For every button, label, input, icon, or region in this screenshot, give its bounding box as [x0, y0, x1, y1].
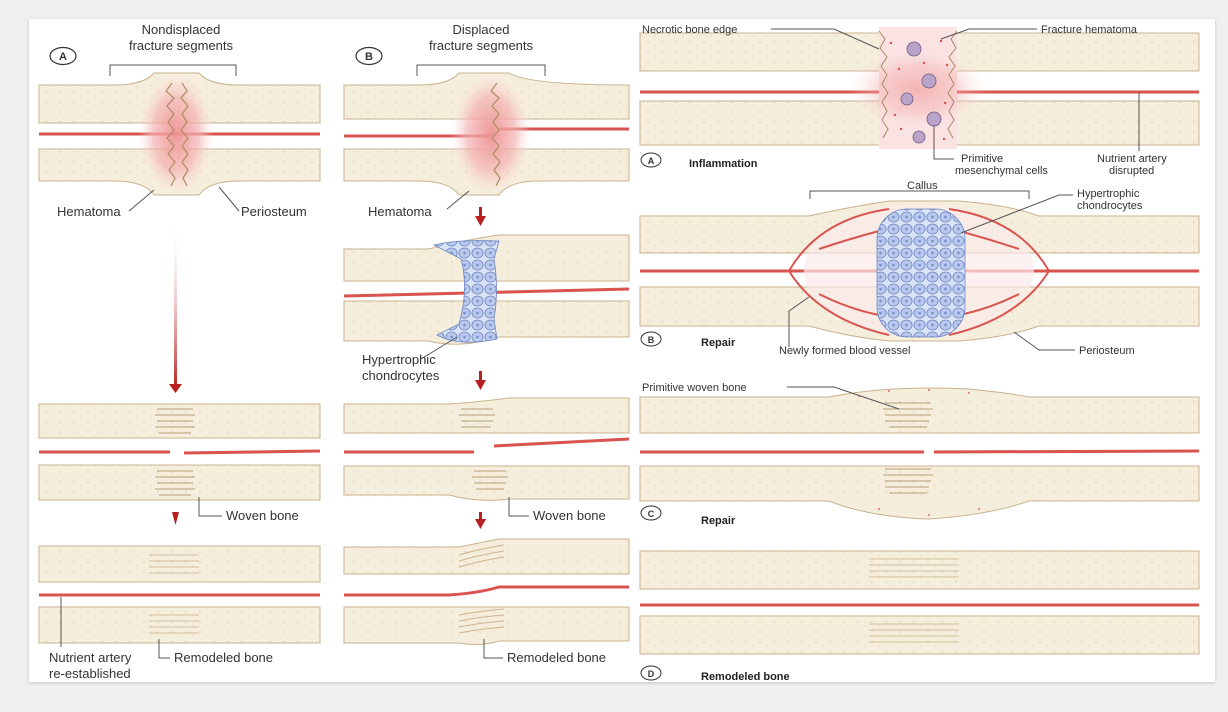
right-b-periosteum-label: Periosteum [1079, 345, 1135, 357]
panel-b-hyper-label-2: chondrocytes [362, 368, 440, 383]
panel-a: A Nondisplaced fracture segments Hematom… [38, 22, 321, 681]
panel-a-artery-label-1: Nutrient artery [49, 650, 132, 665]
panel-a-artery-label-2: re-established [49, 666, 131, 681]
right-panel-b: Callus Hypertrophic chondrocytes B Repai… [639, 180, 1200, 357]
panel-a-periosteum-label: Periosteum [241, 204, 307, 219]
right-a-artery-label-1: Nutrient artery [1097, 153, 1167, 165]
svg-text:C: C [648, 509, 655, 519]
panel-a-bone-stage2 [38, 403, 321, 501]
bone-healing-figure: A Nondisplaced fracture segments Hematom… [29, 19, 1215, 682]
panel-b-remodeled-label: Remodeled bone [507, 650, 606, 665]
right-b-callus-label: Callus [907, 180, 938, 192]
panel-a-badge: A [49, 46, 77, 66]
panel-a-hematoma-label: Hematoma [57, 204, 121, 219]
panel-a-bone-stage1 [38, 72, 321, 196]
right-b-badge: B [640, 331, 662, 347]
panel-b-cartilage-callus [432, 240, 500, 343]
right-a-mesen-label-2: mesenchymal cells [955, 165, 1048, 177]
panel-a-title-line2: fracture segments [129, 38, 234, 53]
right-c-badge: C [640, 505, 662, 521]
mesenchymal-cells [900, 41, 942, 144]
right-b-hyper-label-1: Hypertrophic [1077, 188, 1140, 200]
right-panel-c: Primitive woven bone C Repair [639, 382, 1200, 527]
panel-b-bone-stage4 [343, 538, 630, 646]
right-panel-d: D Remodeled bone [639, 550, 1200, 682]
panel-a-bone-stage3 [38, 545, 321, 644]
panel-b-hyper-label-1: Hypertrophic [362, 352, 436, 367]
right-a-hematoma-label: Fracture hematoma [1041, 24, 1138, 36]
right-a-badge: A [640, 152, 662, 168]
right-d-stage-label: Remodeled bone [701, 671, 790, 682]
right-c-woven-label: Primitive woven bone [642, 382, 747, 394]
right-c-stage-label: Repair [701, 515, 736, 527]
svg-text:B: B [365, 51, 373, 63]
right-panel-a: A Inflammation Necrotic bone edge Fractu… [639, 24, 1200, 177]
panel-b-bone-stage2 [343, 234, 630, 345]
right-a-mesen-label-1: Primitive [961, 153, 1003, 165]
panel-b-badge: B [355, 46, 383, 66]
panel-b-bone-stage1 [343, 72, 630, 196]
right-a-stage-label: Inflammation [689, 158, 758, 170]
panel-b: B Displaced fracture segments Hematoma [343, 22, 630, 665]
panel-b-woven-label: Woven bone [533, 508, 606, 523]
right-b-chondrocyte-mass [876, 208, 966, 338]
panel-b-title-line2: fracture segments [429, 38, 534, 53]
panel-b-hematoma-label: Hematoma [368, 204, 432, 219]
panel-b-title-line1: Displaced [452, 22, 509, 37]
right-a-artery-label-2: disrupted [1109, 165, 1154, 177]
svg-text:A: A [59, 51, 67, 63]
right-a-necrotic-label: Necrotic bone edge [642, 24, 737, 36]
panel-b-bone-stage3 [343, 397, 630, 501]
panel-a-progress-arrow [174, 219, 177, 387]
panel-b-bracket [416, 64, 546, 76]
svg-text:D: D [648, 669, 655, 679]
svg-text:A: A [648, 156, 655, 166]
panel-a-remodeled-label: Remodeled bone [174, 650, 273, 665]
right-d-badge: D [640, 665, 662, 681]
panel-a-title-line1: Nondisplaced [142, 22, 221, 37]
right-b-stage-label: Repair [701, 337, 736, 349]
right-b-vessel-label: Newly formed blood vessel [779, 345, 910, 357]
right-b-hyper-label-2: chondrocytes [1077, 200, 1143, 212]
panel-a-woven-label: Woven bone [226, 508, 299, 523]
panel-a-bracket [109, 64, 237, 76]
svg-text:B: B [648, 335, 655, 345]
